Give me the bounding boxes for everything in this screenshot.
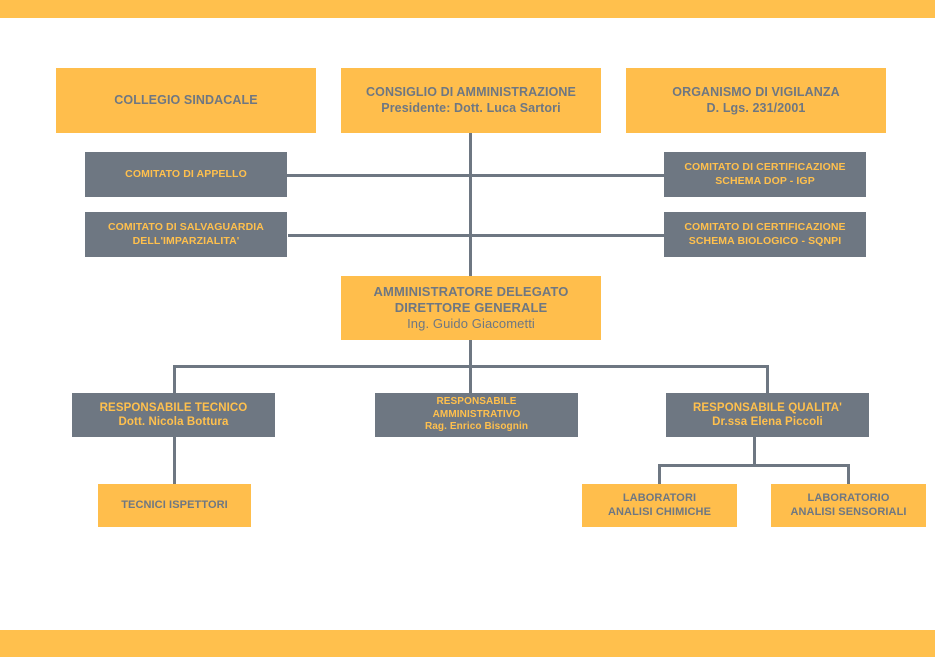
connector-lab-bus-to-chimiche [658,464,661,485]
connector-committee-row-1 [286,174,665,177]
node-comitato-salvaguardia[interactable]: COMITATO DI SALVAGUARDIA DELL'IMPARZIALI… [85,212,287,257]
node-amministratore-delegato[interactable]: AMMINISTRATORE DELEGATO DIRETTORE GENERA… [341,276,601,340]
node-laboratori-analisi-chimiche[interactable]: LABORATORI ANALISI CHIMICHE [582,484,737,527]
connector-qualita-to-lab-bus [753,437,756,465]
node-collegio-sindacale[interactable]: COLLEGIO SINDACALE [56,68,316,133]
node-amministratore-delegato-line2: DIRETTORE GENERALE [394,299,548,315]
connector-bus-to-responsabile-amministrativo [469,365,472,393]
connector-committee-row-2 [288,234,665,237]
node-responsabile-tecnico-line2: Dott. Nicola Bottura [118,416,229,428]
node-comitato-certificazione-dop-line2: SCHEMA DOP - IGP [715,174,815,187]
node-consiglio-amministrazione-line2: Presidente: Dott. Luca Sartori [381,100,561,115]
node-consiglio-amministrazione-line1: CONSIGLIO DI AMMINISTRAZIONE [366,84,576,99]
node-tecnici-ispettori[interactable]: TECNICI ISPETTORI [98,484,251,527]
node-responsabile-tecnico[interactable]: RESPONSABILE TECNICO Dott. Nicola Bottur… [72,393,275,437]
node-comitato-certificazione-biologico-line2: SCHEMA BIOLOGICO - SQNPI [688,234,842,247]
node-laboratorio-analisi-sensoriali-line1: LABORATORIO [807,491,890,504]
node-collegio-sindacale-line1: COLLEGIO SINDACALE [114,92,258,107]
node-laboratorio-analisi-sensoriali[interactable]: LABORATORIO ANALISI SENSORIALI [771,484,926,527]
connector-cda-to-ad [469,133,472,276]
node-responsabile-amministrativo[interactable]: RESPONSABILE AMMINISTRATIVO Rag. Enrico … [375,393,578,437]
node-laboratori-analisi-chimiche-line1: LABORATORI [622,491,697,504]
node-comitato-appello-line1: COMITATO DI APPELLO [125,167,247,180]
node-laboratori-analisi-chimiche-line2: ANALISI CHIMICHE [607,505,712,518]
connector-tecnico-to-ispettori [173,437,176,484]
node-laboratorio-analisi-sensoriali-line2: ANALISI SENSORIALI [790,505,907,518]
node-tecnici-ispettori-line1: TECNICI ISPETTORI [121,498,228,511]
connector-ad-to-bus [469,340,472,367]
node-comitato-certificazione-dop-line1: COMITATO DI CERTIFICAZIONE [684,161,846,174]
node-comitato-salvaguardia-line2: DELL'IMPARZIALITA' [132,234,240,247]
node-responsabile-tecnico-line1: RESPONSABILE TECNICO [99,401,248,414]
connector-bus-to-responsabile-qualita [766,365,769,393]
node-responsabile-amministrativo-line1: RESPONSABILE [436,396,517,408]
node-organismo-vigilanza[interactable]: ORGANISMO DI VIGILANZA D. Lgs. 231/2001 [626,68,886,133]
node-comitato-appello[interactable]: COMITATO DI APPELLO [85,152,287,197]
node-organismo-vigilanza-line2: D. Lgs. 231/2001 [706,100,806,115]
node-organismo-vigilanza-line1: ORGANISMO DI VIGILANZA [672,84,840,99]
node-responsabile-amministrativo-line3: Rag. Enrico Bisognin [424,421,529,433]
node-comitato-certificazione-biologico-line1: COMITATO DI CERTIFICAZIONE [684,221,846,234]
node-consiglio-amministrazione[interactable]: CONSIGLIO DI AMMINISTRAZIONE Presidente:… [341,68,601,133]
bottom-accent-bar [0,630,935,657]
connector-lab-bus-to-sensoriali [847,464,850,485]
node-comitato-certificazione-biologico[interactable]: COMITATO DI CERTIFICAZIONE SCHEMA BIOLOG… [664,212,866,257]
node-comitato-salvaguardia-line1: COMITATO DI SALVAGUARDIA [107,221,264,234]
connector-lab-bus [658,464,850,467]
node-responsabile-qualita[interactable]: RESPONSABILE QUALITA' Dr.ssa Elena Picco… [666,393,869,437]
node-responsabile-qualita-line1: RESPONSABILE QUALITA' [692,401,843,414]
node-amministratore-delegato-line3: Ing. Guido Giacometti [407,316,535,332]
node-comitato-certificazione-dop[interactable]: COMITATO DI CERTIFICAZIONE SCHEMA DOP - … [664,152,866,197]
node-responsabile-amministrativo-line2: AMMINISTRATIVO [432,408,521,420]
top-accent-bar [0,0,935,18]
node-responsabile-qualita-line2: Dr.ssa Elena Piccoli [712,416,823,428]
connector-bus-to-responsabile-tecnico [173,365,176,393]
node-amministratore-delegato-line1: AMMINISTRATORE DELEGATO [373,283,569,299]
